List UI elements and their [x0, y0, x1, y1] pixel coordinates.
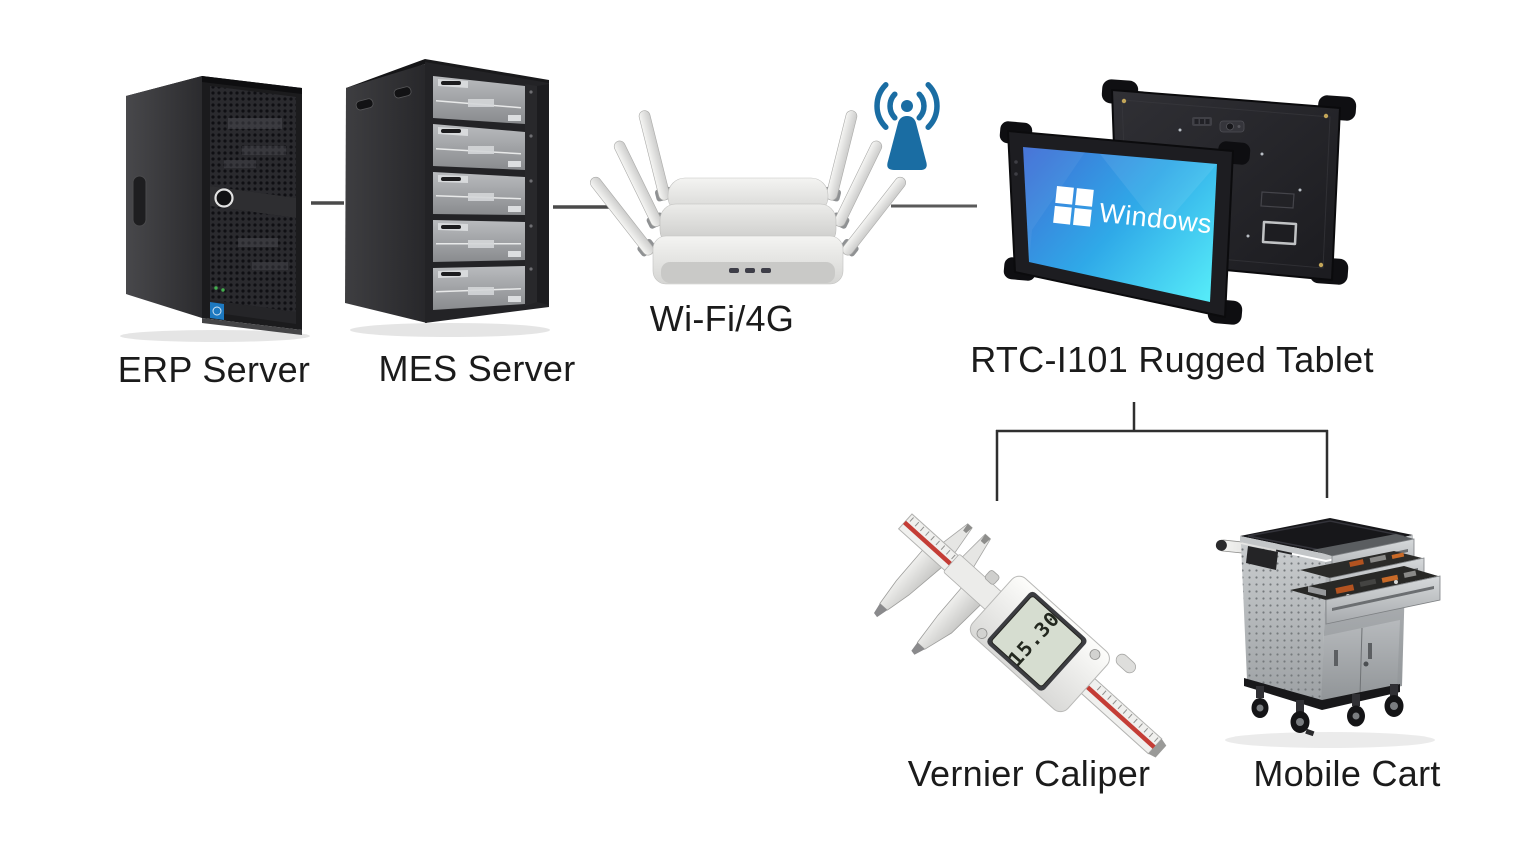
- router-antennas: [589, 110, 907, 257]
- label-rugged-tablet: RTC-I101 Rugged Tablet: [970, 339, 1374, 380]
- hp-logo-icon: [214, 188, 234, 208]
- label-vernier-caliper: Vernier Caliper: [907, 753, 1151, 794]
- tree-connectors: [995, 402, 1329, 501]
- mes-handle-slot: [393, 86, 412, 99]
- cart-casters: [1251, 684, 1404, 737]
- label-wifi-4g: Wi-Fi/4G: [649, 298, 795, 339]
- wireless-signal-icon: [874, 82, 940, 170]
- label-mobile-cart: Mobile Cart: [1253, 753, 1441, 794]
- label-mes-server: MES Server: [378, 348, 576, 389]
- mobile-cart-illustration: [1215, 518, 1441, 748]
- router-led: [729, 268, 739, 273]
- caliper-lcd: [991, 596, 1083, 687]
- vernier-caliper-illustration: 15.30: [873, 513, 1167, 758]
- erp-side-handle: [132, 175, 147, 227]
- mes-handle-slot: [355, 98, 374, 111]
- caliper-thumb-roller: [1115, 653, 1137, 674]
- drawer-tools: [1349, 552, 1405, 567]
- rear-port-cover: [1261, 220, 1298, 246]
- tablet-screen: [1023, 147, 1217, 302]
- intel-badge-icon: [210, 302, 224, 320]
- mes-drive-bays: [433, 76, 525, 310]
- caliper-button: [1089, 649, 1101, 660]
- erp-server-illustration: [120, 76, 310, 342]
- router-led: [745, 268, 755, 273]
- tablet-front-illustration: Windows: [999, 121, 1251, 325]
- mes-server-illustration: [345, 59, 550, 337]
- wifi-router-illustration: [589, 110, 907, 285]
- router-led: [761, 268, 771, 273]
- caliper-button: [976, 628, 988, 639]
- label-erp-server: ERP Server: [117, 349, 311, 390]
